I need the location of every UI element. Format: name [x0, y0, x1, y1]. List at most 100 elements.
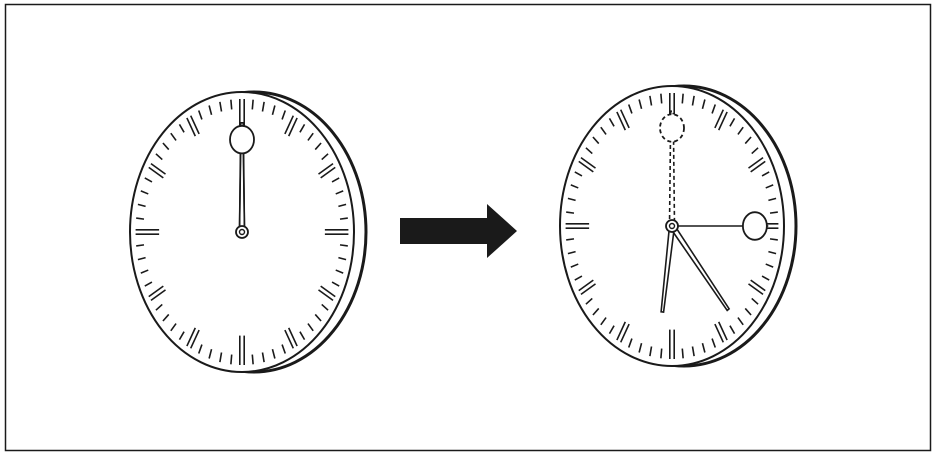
hour-tick: [714, 323, 725, 343]
minute-tick: [729, 325, 736, 335]
minute-tick: [162, 142, 170, 151]
clock-before: [129, 90, 368, 374]
minute-tick: [761, 275, 770, 281]
minute-tick: [608, 325, 615, 335]
previous-hand-ring: [659, 113, 685, 143]
minute-tick: [307, 323, 314, 332]
minute-tick: [170, 132, 177, 141]
minute-tick: [136, 217, 145, 220]
clock-after: [559, 84, 798, 368]
minute-tick: [681, 93, 684, 104]
minute-tick: [627, 104, 633, 114]
minute-tick: [339, 244, 348, 247]
minute-tick: [737, 317, 744, 326]
minute-tick: [219, 101, 223, 112]
minute-tick: [600, 317, 607, 326]
minute-tick: [627, 338, 633, 348]
minute-tick: [608, 117, 615, 127]
minute-tick: [570, 263, 579, 268]
minute-tick: [751, 147, 759, 155]
minute-tick: [271, 105, 276, 116]
hour-tick: [619, 323, 630, 343]
clock-hub-center: [238, 228, 246, 236]
hour-tick: [578, 279, 594, 292]
minute-tick: [701, 99, 706, 110]
minute-tick: [649, 346, 653, 357]
minute-tick: [271, 348, 276, 359]
arrow-right-icon: [400, 204, 517, 258]
minute-tick: [144, 177, 153, 183]
minute-tick: [691, 346, 695, 357]
second-hand-ring: [741, 211, 768, 241]
minute-tick: [574, 275, 583, 281]
minute-tick: [335, 269, 344, 274]
minute-tick: [737, 126, 744, 135]
minute-tick: [299, 123, 306, 133]
hour-tick: [320, 285, 336, 298]
minute-tick: [638, 99, 643, 110]
minute-tick: [751, 297, 759, 305]
hour-tick: [189, 329, 200, 349]
minute-tick: [170, 323, 177, 332]
minute-tick: [592, 136, 600, 145]
minute-tick: [219, 352, 223, 363]
minute-tick: [162, 313, 170, 322]
hour-tick: [148, 166, 164, 179]
minute-tick: [566, 238, 575, 241]
hour-tick: [150, 162, 166, 175]
hour-tick: [287, 327, 298, 347]
minute-tick: [321, 153, 329, 161]
minute-tick: [230, 99, 233, 110]
minute-tick: [261, 352, 265, 363]
minute-tick: [649, 95, 653, 106]
minute-hand-ring: [229, 124, 255, 155]
hour-tick: [189, 115, 200, 135]
hour-tick: [284, 329, 295, 349]
hour-tick: [150, 289, 166, 302]
minute-tick: [701, 342, 706, 353]
minute-tick: [307, 132, 314, 141]
minute-tick: [299, 331, 306, 341]
hour-tick: [186, 117, 197, 137]
minute-tick: [660, 93, 663, 104]
minute-tick: [768, 250, 777, 255]
minute-tick: [574, 171, 583, 177]
minute-tick: [335, 190, 344, 195]
hour-tick: [714, 109, 725, 129]
minute-tick: [585, 297, 593, 305]
minute-tick: [570, 184, 579, 189]
hour-tick: [318, 289, 334, 302]
minute-tick: [197, 110, 203, 120]
minute-tick: [711, 338, 717, 348]
minute-tick: [197, 344, 203, 354]
minute-tick: [768, 197, 777, 202]
hour-tick: [578, 160, 594, 173]
hour-tick: [748, 156, 764, 169]
hour-tick: [616, 321, 627, 341]
minute-tick: [178, 331, 185, 341]
minute-tick: [230, 354, 233, 365]
minute-tick: [592, 307, 600, 316]
minute-tick: [137, 256, 146, 261]
minute-tick: [155, 153, 163, 161]
hour-tick: [717, 321, 728, 341]
hour-tick: [619, 109, 630, 129]
minute-tick: [208, 348, 213, 359]
minute-tick: [566, 211, 575, 214]
minute-tick: [765, 184, 774, 189]
hour-tick: [616, 111, 627, 131]
hour-tick: [318, 162, 334, 175]
minute-tick: [567, 197, 576, 202]
minute-tick: [660, 348, 663, 359]
hour-tick: [148, 285, 164, 298]
hour-tick: [717, 111, 728, 131]
minute-tick: [331, 281, 340, 287]
minute-tick: [281, 344, 287, 354]
hour-tick: [186, 327, 197, 347]
minute-tick: [314, 313, 322, 322]
minute-tick: [331, 177, 340, 183]
clock-hub-center: [668, 222, 676, 230]
minute-tick: [765, 263, 774, 268]
minute-tick: [281, 110, 287, 120]
